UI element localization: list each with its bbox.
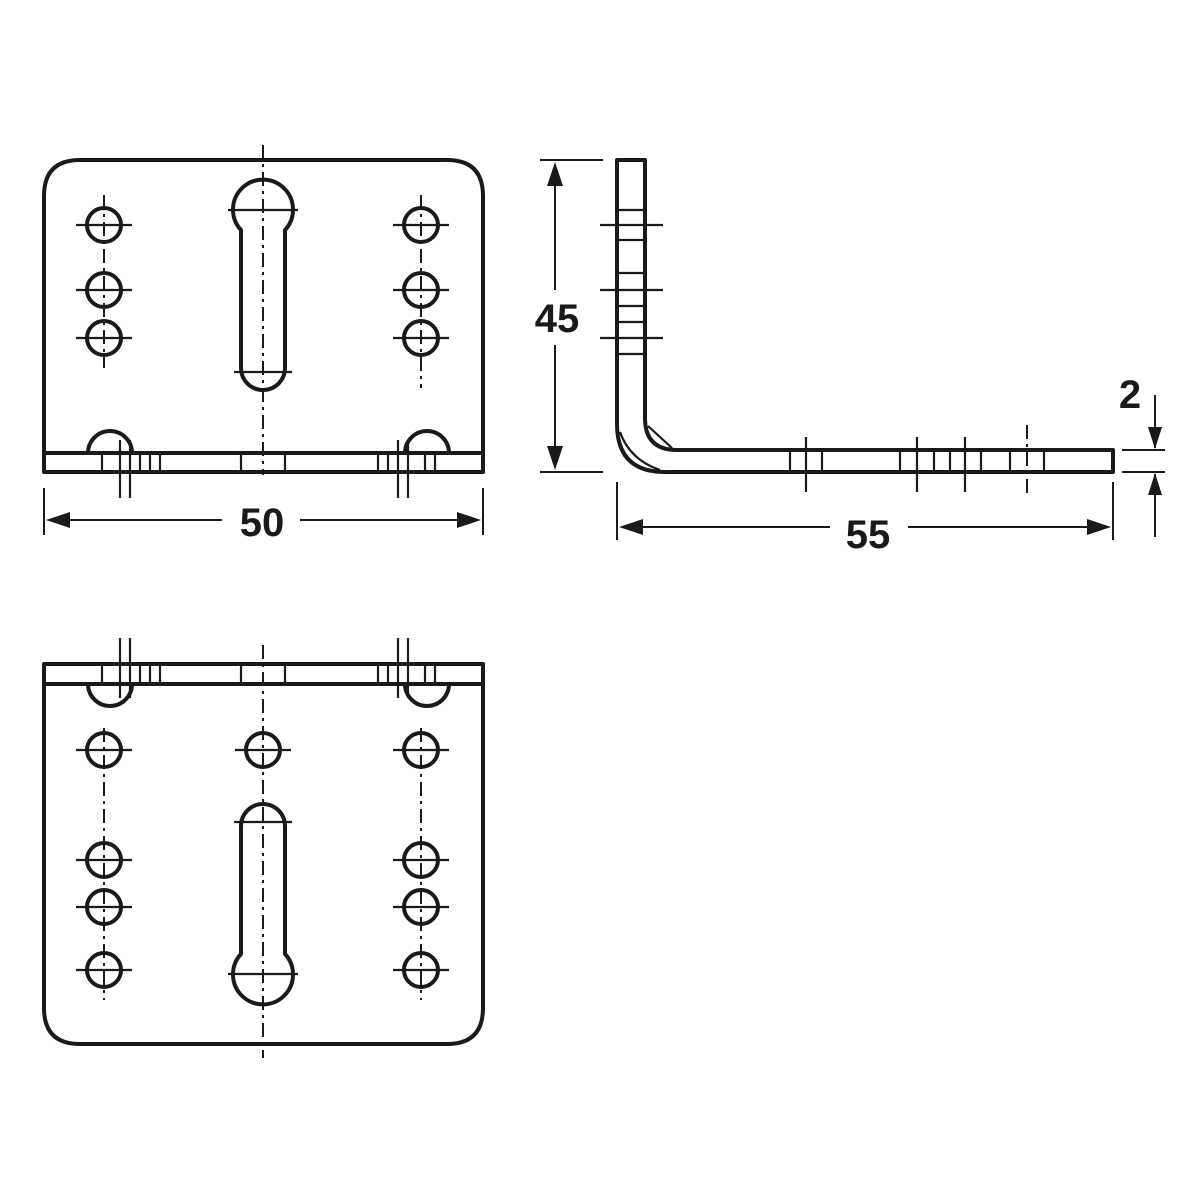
flange-hidden-holes-bottom (100, 638, 437, 698)
dimension-height: 45 (535, 159, 603, 473)
side-view: 45 55 2 (535, 158, 1165, 557)
flange-hidden-holes (100, 440, 437, 498)
dimension-thickness: 2 (1119, 373, 1165, 537)
relief-right (403, 429, 451, 455)
right-holes-bottom (393, 728, 449, 1000)
left-holes-bottom (76, 728, 132, 1000)
bend-inner (647, 425, 673, 449)
dimension-width: 50 (43, 488, 484, 545)
dimension-width-label: 50 (240, 501, 285, 545)
horizontal-leg-holes (788, 437, 1046, 492)
right-holes-front (393, 195, 449, 388)
dimension-length: 55 (616, 482, 1114, 557)
bottom-view (42, 638, 485, 1058)
bend-shading (618, 431, 661, 472)
vertical-leg-holes (600, 208, 663, 356)
keyhole-slot-front (231, 177, 295, 392)
left-holes-front (76, 195, 132, 368)
relief-left-bottom (86, 682, 134, 708)
side-view-outline (615, 158, 1115, 474)
front-view-outline (42, 158, 485, 474)
dimension-thickness-label: 2 (1119, 373, 1141, 417)
bottom-view-outline (42, 662, 485, 1046)
keyhole-slot-bottom (231, 802, 295, 1007)
dimension-height-label: 45 (535, 297, 580, 341)
front-view: 50 (42, 145, 485, 545)
dimension-length-label: 55 (846, 513, 891, 557)
relief-left (86, 429, 134, 455)
relief-right-bottom (403, 682, 451, 708)
